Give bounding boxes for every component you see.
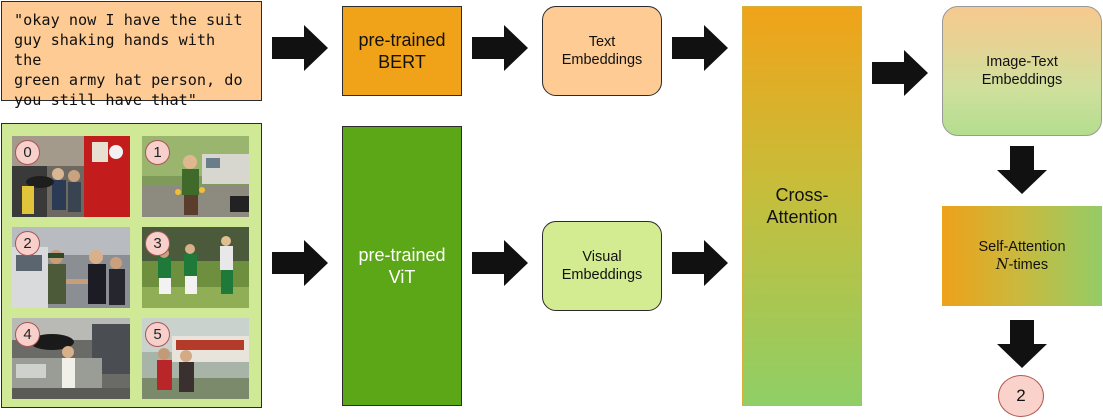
pretrained-bert-label: pre-trained BERT: [358, 29, 446, 73]
dialogue-query-box: "okay now I have the suit guy shaking ha…: [1, 1, 262, 109]
arrow-right-icon: [672, 240, 728, 286]
image-index-badge-0: 0: [15, 140, 40, 165]
candidate-image-0[interactable]: 0: [12, 136, 130, 217]
pretrained-vit-box: pre-trained ViT: [342, 126, 462, 406]
dialogue-query-text: "okay now I have the suit guy shaking ha…: [14, 11, 243, 109]
image-index-badge-2: 2: [15, 231, 40, 256]
arrow-right-icon: [472, 25, 528, 71]
arrow-right-icon: [872, 50, 928, 96]
visual-embeddings-label: Visual Embeddings: [561, 248, 643, 283]
arrow-right-icon: [272, 25, 328, 71]
candidate-images-panel: 0 1: [1, 123, 262, 408]
street-scene-photo: [12, 136, 130, 217]
self-attention-times-variable: N: [995, 257, 1009, 273]
self-attention-box: Self-Attention N-times: [942, 206, 1102, 306]
pretrained-vit-label: pre-trained ViT: [358, 244, 446, 288]
image-index-badge-1: 1: [145, 140, 170, 165]
self-attention-times-suffix: -times: [1008, 257, 1049, 273]
visual-embeddings-box: Visual Embeddings: [542, 221, 662, 311]
candidate-image-5[interactable]: 5: [142, 318, 249, 399]
arrow-down-icon: [997, 146, 1047, 194]
image-index-badge-4: 4: [15, 322, 40, 347]
self-attention-label: Self-Attention: [978, 238, 1066, 255]
arrow-right-icon: [272, 240, 328, 286]
cross-attention-label: Cross- Attention: [766, 184, 838, 228]
image-text-embeddings-box: Image-Text Embeddings: [942, 6, 1102, 136]
self-attention-label-group: Self-Attention N-times: [978, 238, 1065, 274]
answer-label: 2: [1016, 386, 1026, 406]
arrow-right-icon: [672, 25, 728, 71]
answer-circle: 2: [998, 375, 1044, 417]
image-index-badge-5: 5: [145, 322, 170, 347]
candidate-image-1[interactable]: 1: [142, 136, 249, 217]
text-embeddings-label: Text Embeddings: [561, 33, 643, 68]
cross-attention-box: Cross- Attention: [742, 6, 862, 406]
candidate-image-2[interactable]: 2: [12, 227, 130, 308]
image-index-badge-3: 3: [145, 231, 170, 256]
candidate-image-4[interactable]: 4: [12, 318, 130, 399]
text-embeddings-box: Text Embeddings: [542, 6, 662, 96]
pretrained-bert-box: pre-trained BERT: [342, 6, 462, 96]
arrow-down-icon: [997, 320, 1047, 368]
candidate-image-3[interactable]: 3: [142, 227, 249, 308]
arrow-right-icon: [472, 240, 528, 286]
image-text-embeddings-label: Image-Text Embeddings: [981, 53, 1063, 88]
